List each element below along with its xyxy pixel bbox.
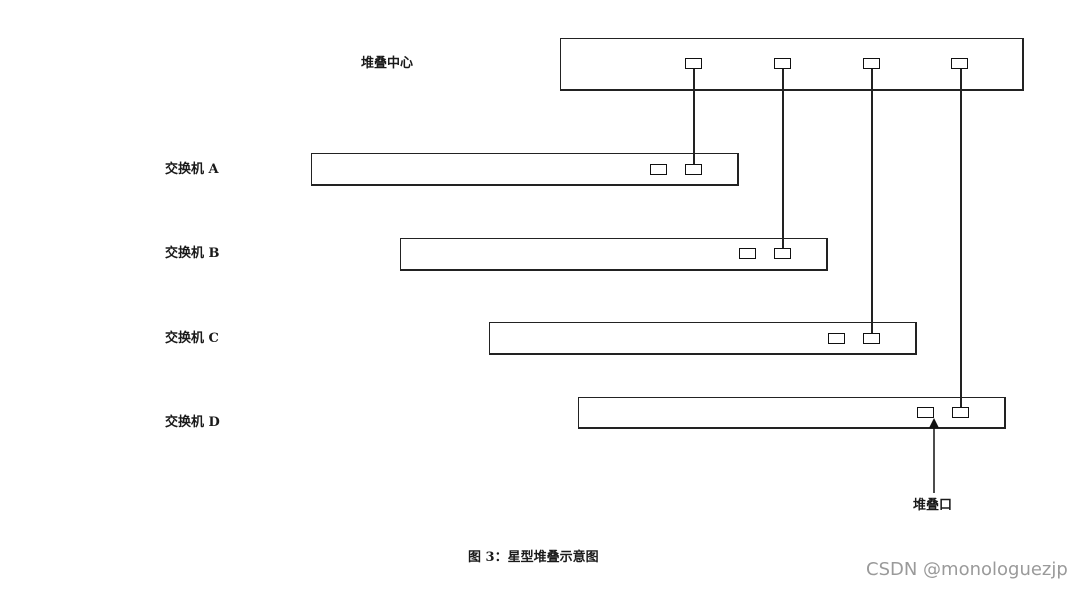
switch-d-port-1 xyxy=(917,407,934,418)
wire-hub-to-switch-a xyxy=(693,69,695,164)
hub-port-4 xyxy=(951,58,968,69)
switch-b-label: 交换机 B xyxy=(165,246,220,261)
wire-hub-to-switch-c xyxy=(871,69,873,333)
switch-c-port-1 xyxy=(828,333,845,344)
stack-port-arrow-icon xyxy=(929,418,939,493)
switch-a-box xyxy=(311,153,739,186)
figure-caption: 图 3：星型堆叠示意图 xyxy=(468,550,599,565)
watermark: CSDN @monologuezjp xyxy=(866,559,1068,580)
switch-a-port-1 xyxy=(650,164,667,175)
switch-d-stack-port xyxy=(952,407,969,418)
switch-c-stack-port xyxy=(863,333,880,344)
hub-port-1 xyxy=(685,58,702,69)
hub-port-2 xyxy=(774,58,791,69)
hub-label: 堆叠中心 xyxy=(361,56,414,71)
switch-b-box xyxy=(400,238,828,271)
switch-d-label: 交换机 D xyxy=(165,415,220,430)
wire-hub-to-switch-b xyxy=(782,69,784,248)
hub-port-3 xyxy=(863,58,880,69)
switch-a-stack-port xyxy=(685,164,702,175)
switch-c-label: 交换机 C xyxy=(165,331,219,346)
stack-hub-box xyxy=(560,38,1024,91)
switch-c-box xyxy=(489,322,917,355)
stack-port-label: 堆叠口 xyxy=(913,498,953,513)
wire-hub-to-switch-d xyxy=(960,69,962,407)
switch-b-port-1 xyxy=(739,248,756,259)
switch-b-stack-port xyxy=(774,248,791,259)
switch-a-label: 交换机 A xyxy=(165,162,219,177)
